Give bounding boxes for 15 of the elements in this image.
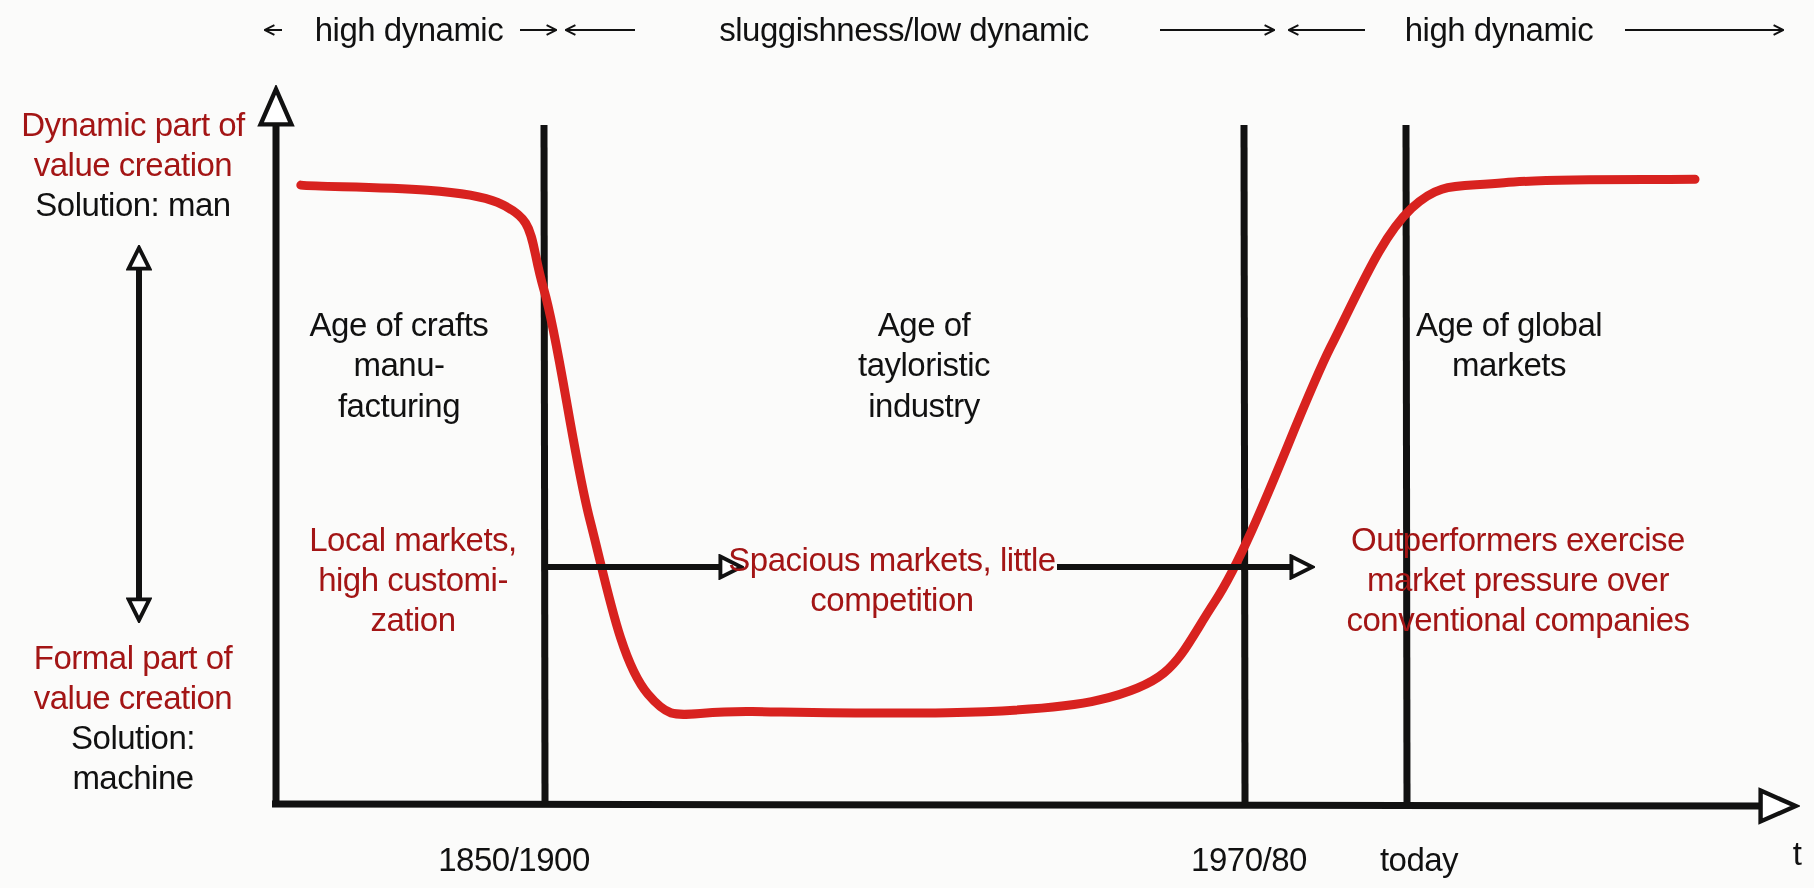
- year-label: today: [1378, 840, 1460, 880]
- axis-label: t: [1791, 834, 1803, 874]
- annotation-text: Dynamic part of value creation: [20, 104, 247, 185]
- annotation-text: Local markets, high customi-zation: [308, 519, 518, 641]
- arrow: [126, 245, 152, 623]
- year-label: 1970/80: [1190, 840, 1308, 880]
- period-label: high dynamic: [1403, 10, 1595, 50]
- annotation-text: Formal part of value creation: [32, 637, 234, 718]
- year-label: 1850/1900: [437, 840, 591, 880]
- period-label: high dynamic: [313, 10, 505, 50]
- solution-text: Solution: machine: [70, 718, 196, 799]
- arrow: [1057, 554, 1315, 580]
- solution-text: Solution: man: [35, 185, 231, 226]
- annotation-text: Spacious markets, little competition: [727, 539, 1057, 620]
- period-label: sluggishness/low dynamic: [718, 10, 1090, 50]
